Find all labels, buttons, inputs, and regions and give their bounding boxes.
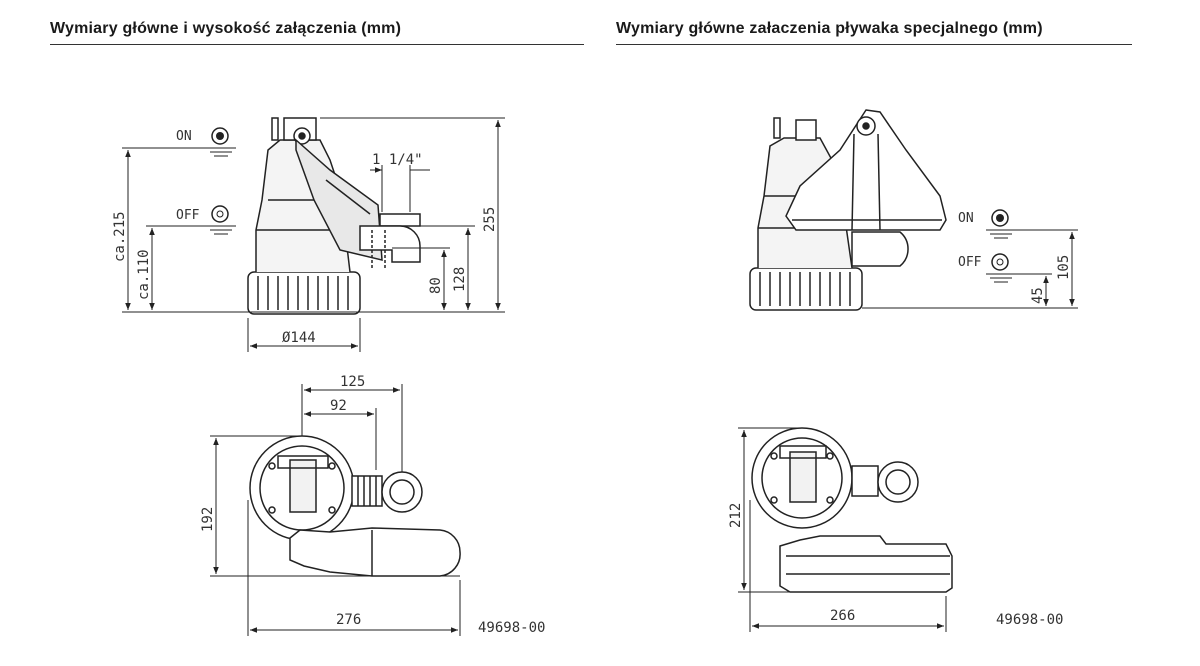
dim-thread: 1 1/4" [372,152,423,168]
left-top-dimension-lines [210,384,461,636]
left-pump-side-view [247,117,421,315]
right-drawing-number: 49698-00 [996,612,1063,628]
right-off-indicator: OFF [958,253,1016,283]
dim-ca110: ca.110 [136,249,152,300]
left-off-indicator: OFF [176,205,236,235]
dim-128: 128 [452,267,468,292]
right-pump-side-view [749,109,947,311]
dim-diameter-144: Ø144 [282,330,316,346]
right-on-indicator: ON [958,209,1016,239]
dim-266: 266 [830,608,855,624]
right-side-dimension-lines [862,229,1078,309]
left-drawing-number: 49698-00 [478,620,545,636]
dim-255: 255 [482,207,498,232]
left-pump-top-view [249,435,461,577]
right-on-label: ON [958,211,974,226]
dim-192: 192 [200,507,216,532]
dim-45: 45 [1030,287,1046,304]
left-title-rule [50,44,584,45]
right-top-dimension-lines [738,427,947,632]
right-section-title: Wymiary główne załaczenia pływaka specja… [616,20,1043,37]
right-pump-top-view [751,427,953,593]
left-off-label: OFF [176,208,200,223]
dim-ca215: ca.215 [112,211,128,262]
left-on-indicator: ON [176,127,236,157]
right-title-rule [616,44,1132,45]
dim-105: 105 [1056,255,1072,280]
right-off-label: OFF [958,255,982,270]
dim-92: 92 [330,398,347,414]
left-section-title: Wymiary główne i wysokość załączenia (mm… [50,20,402,37]
left-on-label: ON [176,129,192,144]
dim-212: 212 [728,503,744,528]
dim-125: 125 [340,374,365,390]
dim-276: 276 [336,612,361,628]
left-dimension-lines [122,117,505,352]
dim-80: 80 [428,277,444,294]
